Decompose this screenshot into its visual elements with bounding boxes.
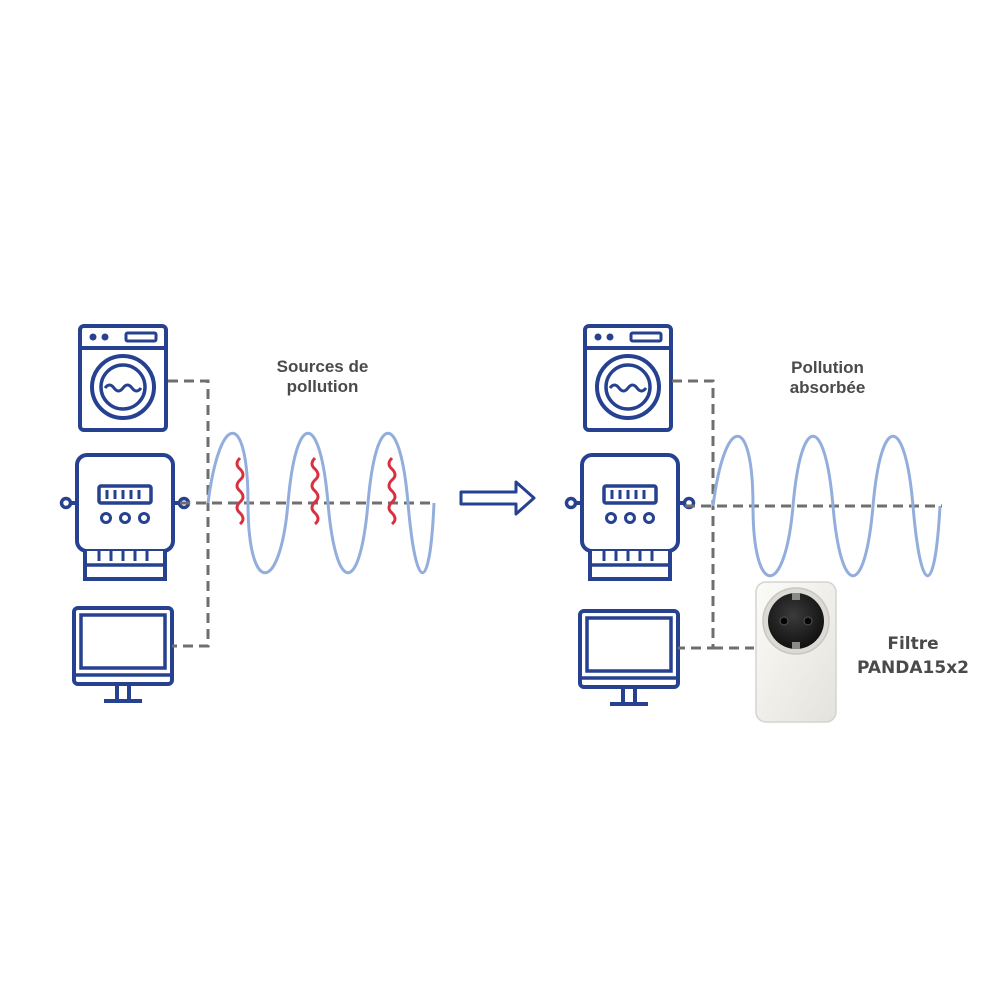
washing-machine-icon — [78, 324, 168, 432]
pollution-absorbed-label-line2: absorbée — [789, 378, 866, 397]
washing-machine-icon — [583, 324, 673, 432]
sine-wave-left — [206, 432, 436, 574]
filter-label: Filtre PANDA15x2 — [838, 632, 988, 680]
right-panel — [564, 324, 942, 723]
pollution-sources-label-line2: pollution — [286, 377, 359, 396]
electric-meter-icon — [564, 453, 696, 581]
sine-wave-right — [711, 435, 942, 577]
filter-label-line1: Filtre — [887, 634, 939, 654]
pollution-sources-label: Sources de pollution — [250, 357, 395, 397]
arrow-right-icon — [459, 480, 536, 516]
wiring-dashes — [672, 379, 942, 650]
wall-socket-filter — [755, 581, 837, 723]
left-panel — [59, 324, 436, 703]
electric-meter-icon — [59, 453, 191, 581]
wiring-dashes — [168, 379, 436, 648]
pollution-absorbed-label: Pollution absorbée — [760, 358, 895, 398]
filter-label-line2: PANDA15x2 — [856, 658, 969, 678]
pollution-absorbed-label-line1: Pollution — [791, 358, 864, 377]
monitor-icon — [578, 609, 680, 706]
monitor-icon — [72, 606, 174, 703]
noise-ripples — [235, 456, 397, 526]
pollution-sources-label-line1: Sources de — [276, 357, 369, 376]
